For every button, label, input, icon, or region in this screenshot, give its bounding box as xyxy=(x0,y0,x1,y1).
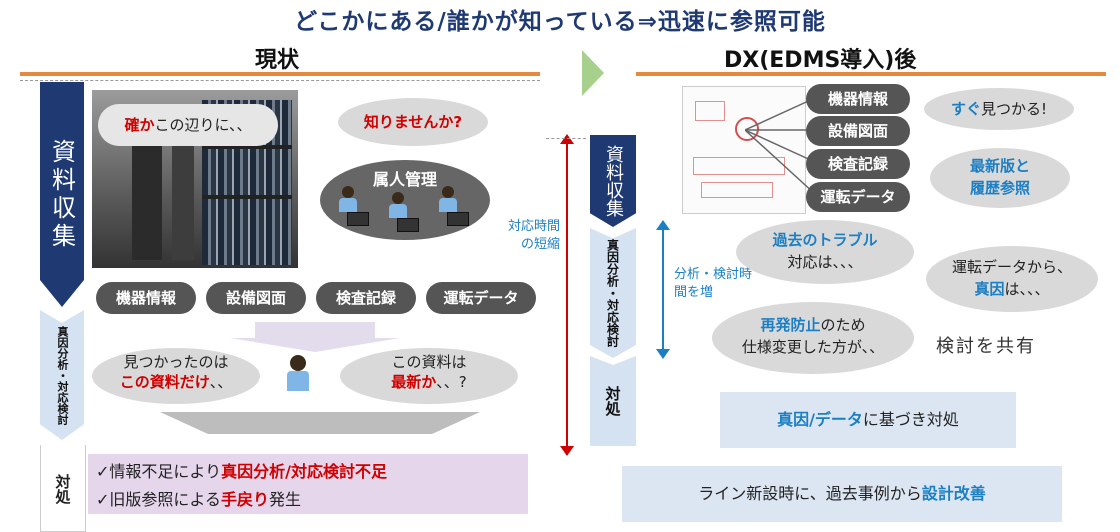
bubble-latest: この資料は 最新か、、? xyxy=(340,348,518,404)
bubble-latest-line1: この資料は xyxy=(340,352,518,372)
category-pill: 設備図面 xyxy=(806,116,910,146)
middle-stage-collect: 資料収集 xyxy=(590,135,636,227)
problem-2: ✓旧版参照による手戻り発生 xyxy=(96,486,301,510)
problem-1: ✓情報不足により真因分析/対応検討不足 xyxy=(96,458,387,482)
act-box: 真因/データに基づき対処 xyxy=(720,392,1016,448)
bubble-ops-data-line1: 運転データから、 xyxy=(926,256,1098,278)
person-icon xyxy=(342,186,369,226)
middle-dotted-top xyxy=(546,138,586,139)
middle-stage-act: 対処 xyxy=(590,356,636,446)
bubble-ops-data: 運転データから、 真因は、、、 xyxy=(926,246,1098,312)
category-pill: 機器情報 xyxy=(806,84,910,114)
bubble-latest-tail: 、、? xyxy=(436,373,466,391)
page-title: どこかにある/誰かが知っている⇒迅速に参照可能 xyxy=(0,2,1120,36)
design-box: ライン新設時に、過去事例から設計改善 xyxy=(622,466,1062,522)
right-title-rule xyxy=(636,72,1106,76)
bubble-found-line1: 見つかったのは xyxy=(92,352,260,372)
bubble-past-trouble-text: 対応は、、、 xyxy=(736,251,914,273)
share-label: 検討を共有 xyxy=(936,332,1036,358)
bubble-found-red: この資料だけ xyxy=(120,373,210,391)
problem-2-prefix: ✓旧版参照による xyxy=(96,490,221,509)
problem-2-red: 手戻り xyxy=(221,490,269,509)
bubble-latest-history: 最新版と 履歴参照 xyxy=(930,148,1070,208)
bubble-find-fast-text: 見つかる! xyxy=(981,100,1047,118)
left-dotted-rule xyxy=(20,80,540,81)
bubble-ops-data-tail: は、、、 xyxy=(1005,280,1050,298)
bubble-past-trouble-blue: 過去のトラブル xyxy=(736,229,914,251)
bubble-found: 見つかったのは この資料だけ、、 xyxy=(92,348,260,404)
bubble-latest-red: 最新か xyxy=(391,373,436,391)
bubble-ops-data-blue: 真因 xyxy=(974,280,1004,298)
category-pill: 検査記録 xyxy=(806,149,910,179)
design-box-blue: 設計改善 xyxy=(922,484,986,503)
act-box-text: に基づき対処 xyxy=(863,410,959,429)
category-pill: 運転データ xyxy=(426,282,536,314)
bubble-find-fast: すぐ見つかる! xyxy=(924,88,1074,130)
design-box-text: ライン新設時に、過去事例から xyxy=(698,484,922,503)
person-icon xyxy=(442,186,469,226)
funnel-bar xyxy=(160,412,480,434)
blue-arrow-down-icon xyxy=(656,349,670,359)
category-pill: 運転データ xyxy=(806,182,910,212)
bubble-found-tail: 、、 xyxy=(210,373,233,391)
bubble-latest-history-line2: 履歴参照 xyxy=(930,177,1070,199)
bubble-prevent-text: のため xyxy=(821,316,866,334)
person-icon xyxy=(392,192,419,232)
bubble-ask-text: 知りませんか? xyxy=(364,113,462,131)
category-pill: 機器情報 xyxy=(96,282,196,314)
act-box-blue: 真因/データ xyxy=(777,410,863,429)
blue-arrow-up-icon xyxy=(656,220,670,230)
problem-1-prefix: ✓情報不足により xyxy=(96,462,221,481)
category-pill: 設備図面 xyxy=(206,282,306,314)
bubble-confirm-red: 確か xyxy=(124,116,154,134)
funnel-arrow-tip xyxy=(230,338,400,352)
problem-2-suffix: 発生 xyxy=(269,490,301,509)
left-stage-collect: 資料収集 xyxy=(40,82,84,307)
red-arrow-line xyxy=(566,140,568,450)
problem-1-red: 真因分析/対応検討不足 xyxy=(221,462,387,481)
left-stage-act: 対処 xyxy=(40,445,86,532)
bubble-confirm: 確かこの辺りに、、 xyxy=(98,104,278,146)
personal-management-label: 属人管理 xyxy=(360,166,450,186)
person-icon xyxy=(290,355,309,391)
transition-arrow-icon xyxy=(582,50,604,96)
bubble-past-trouble: 過去のトラブル 対応は、、、 xyxy=(736,220,914,284)
bubble-prevent-blue: 再発防止 xyxy=(760,316,820,334)
left-title-rule xyxy=(20,72,540,76)
bubble-find-fast-blue: すぐ xyxy=(951,100,981,118)
bubble-prevent: 再発防止のため 仕様変更した方が、、 xyxy=(712,302,914,374)
right-section-title: DX(EDMS導入)後 xyxy=(724,42,916,74)
problems-box: ✓情報不足により真因分析/対応検討不足 ✓旧版参照による手戻り発生 xyxy=(88,454,528,514)
bubble-prevent-line2: 仕様変更した方が、、 xyxy=(712,336,914,358)
bubble-ask: 知りませんか? xyxy=(338,98,488,146)
red-arrow-down-icon xyxy=(560,446,574,456)
red-arrow-up-icon xyxy=(560,134,574,144)
bubble-confirm-text: この辺りに、、 xyxy=(154,116,251,134)
left-stage-analyze: 真因分析・対応検討 xyxy=(40,310,84,440)
bubble-latest-history-line1: 最新版と xyxy=(930,155,1070,177)
blue-arrow-line xyxy=(662,225,664,353)
category-pill: 検査記録 xyxy=(316,282,416,314)
left-section-title: 現状 xyxy=(255,42,299,74)
funnel-arrow xyxy=(255,322,375,338)
time-short-label: 対応時間の短縮 xyxy=(504,218,560,254)
middle-stage-analyze: 真因分析・対応検討 xyxy=(590,228,636,358)
